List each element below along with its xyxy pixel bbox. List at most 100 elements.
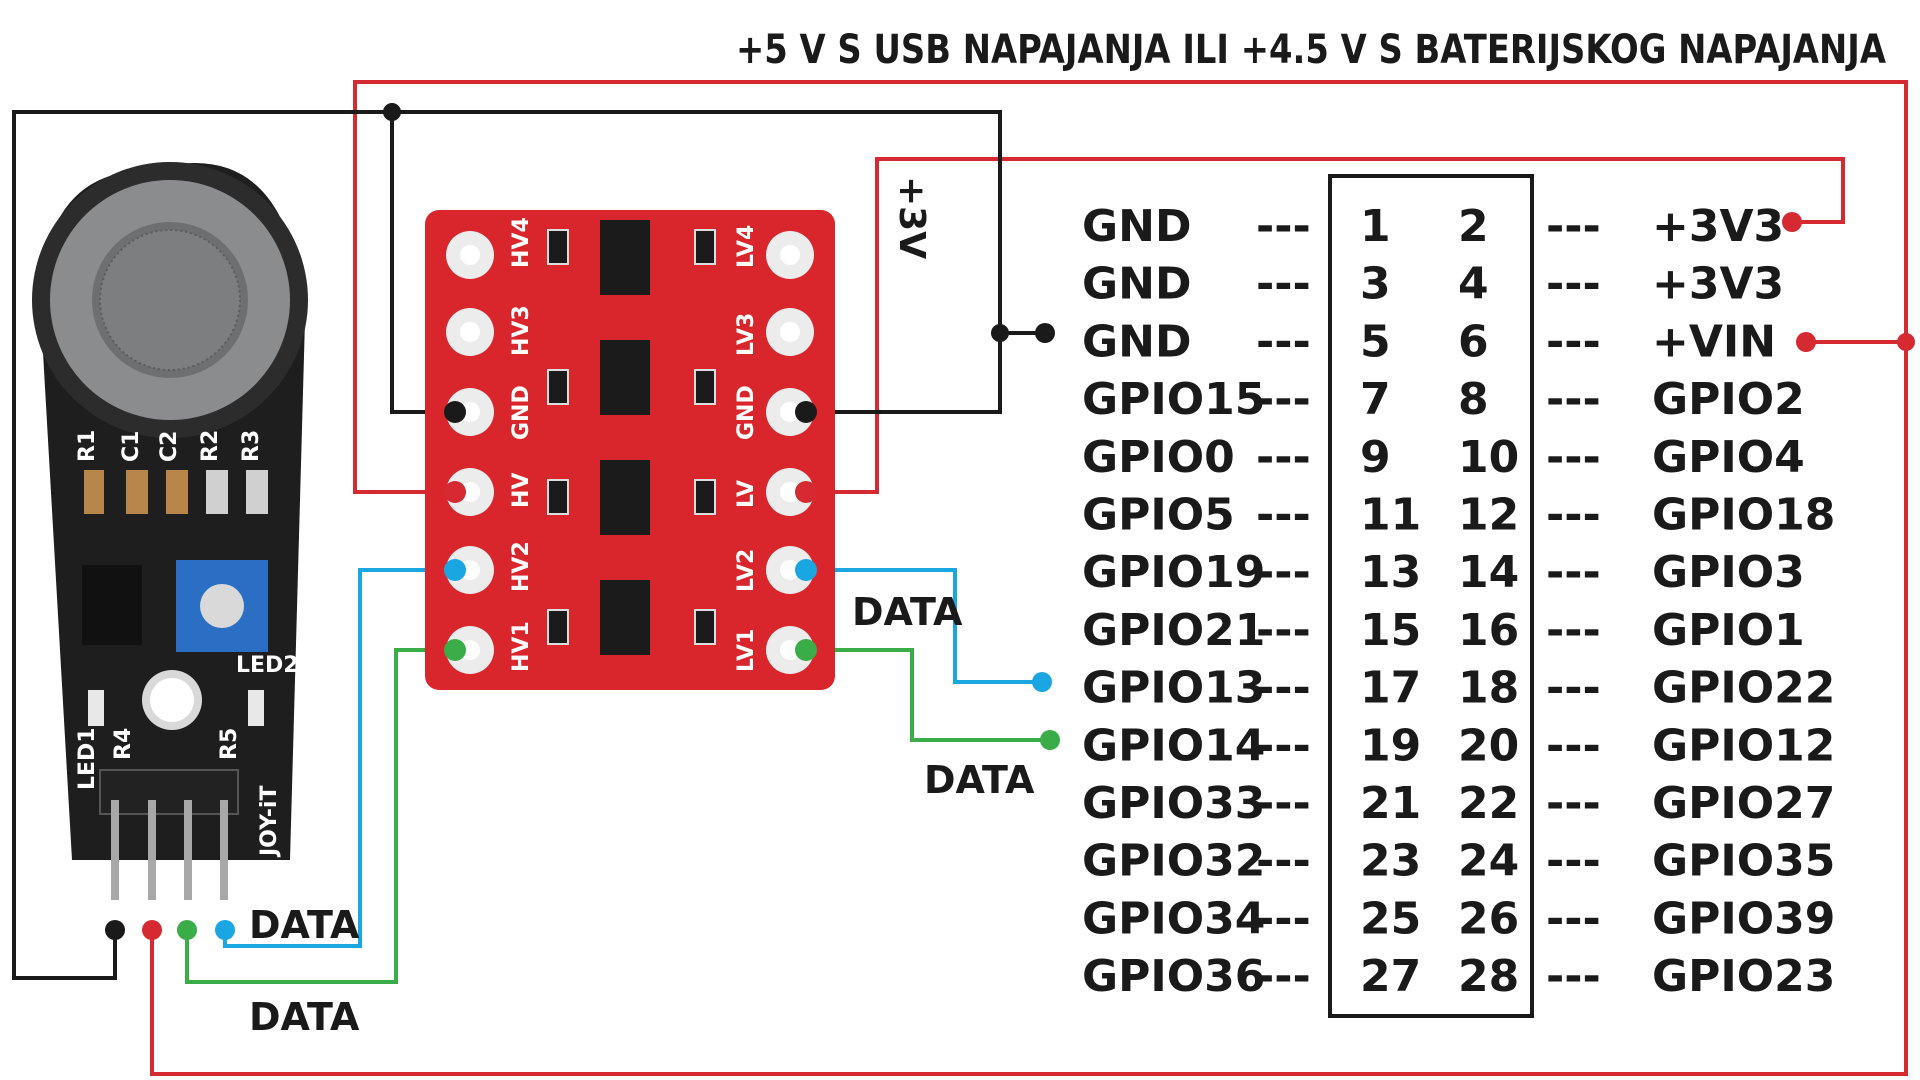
label-lv: LV — [734, 480, 759, 508]
blue-data-wire-left — [223, 568, 455, 948]
dot-lv-gnd — [795, 401, 817, 423]
header-pin-number-odd: 9 — [1360, 432, 1391, 483]
header-separator-right: --- — [1546, 432, 1601, 483]
dot-blue-gpio13 — [1032, 672, 1052, 692]
header-pin-number-odd: 7 — [1360, 374, 1391, 425]
dot-hv1 — [444, 639, 466, 661]
resistor-hv-2 — [547, 369, 569, 405]
dot-red-vin-right — [1897, 333, 1915, 351]
pin-lv-hole — [780, 482, 800, 502]
sensor-pin-header — [99, 769, 239, 815]
header-separator-right: --- — [1546, 951, 1601, 1002]
header-pin-number-even: 18 — [1458, 663, 1519, 714]
header-pin-number-odd: 17 — [1360, 663, 1421, 714]
diagram-title: +5 V S USB NAPAJANJA ILI +4.5 V S BATERI… — [736, 27, 1886, 73]
dot-lv — [795, 481, 817, 503]
label-hv4: HV4 — [509, 217, 534, 268]
pin-lv4-hole — [780, 245, 800, 265]
header-separator-right: --- — [1546, 201, 1601, 252]
header-right-signal: GPIO23 — [1652, 951, 1835, 1002]
resistor-hv-3 — [547, 479, 569, 515]
header-pin-number-odd: 25 — [1360, 893, 1421, 944]
header-left-signal: GPIO13 — [1082, 663, 1265, 714]
mosfet-4 — [600, 580, 650, 655]
mounting-hole-center — [150, 678, 194, 722]
header-pin-number-odd: 15 — [1360, 605, 1421, 656]
header-pin-number-odd: 3 — [1360, 259, 1391, 310]
sensor-cap-mesh-inner — [99, 229, 241, 371]
header-left-signal: GND — [1082, 316, 1191, 367]
resistor-lv-4 — [694, 609, 716, 645]
header-separator-right: --- — [1546, 605, 1601, 656]
header-right-signal: +3V3 — [1652, 259, 1784, 310]
potentiometer-knob — [200, 584, 244, 628]
dot-lv1 — [795, 639, 817, 661]
header-pin-number-even: 10 — [1458, 432, 1519, 483]
header-left-signal: GPIO34 — [1082, 893, 1265, 944]
label-hv-gnd: GND — [509, 385, 534, 440]
header-left-signal: GPIO32 — [1082, 836, 1265, 887]
dot-black-gnd5 — [991, 324, 1009, 342]
header-left-signal: GPIO21 — [1082, 605, 1265, 656]
header-separator-right: --- — [1546, 490, 1601, 541]
header-right-signal: GPIO12 — [1652, 720, 1835, 771]
label-r2: R2 — [198, 430, 223, 462]
header-separator-right: --- — [1546, 663, 1601, 714]
header-separator-right: --- — [1546, 778, 1601, 829]
header-pin-number-odd: 11 — [1360, 490, 1421, 541]
black-gnd-wire-outer — [12, 110, 1002, 980]
header-pin-number-odd: 19 — [1360, 720, 1421, 771]
dot-sensor-gnd — [105, 920, 125, 940]
header-right-signal: GPIO27 — [1652, 778, 1835, 829]
header-left-signal: GPIO36 — [1082, 951, 1265, 1002]
header-separator-left: --- — [1256, 836, 1311, 887]
led2 — [248, 690, 264, 726]
resistor-lv-1 — [694, 229, 716, 265]
header-left-signal: GND — [1082, 201, 1191, 252]
header-left-signal: GPIO5 — [1082, 490, 1235, 541]
label-r4: R4 — [111, 728, 136, 760]
header-pin-number-even: 8 — [1458, 374, 1489, 425]
smd-c1 — [126, 470, 148, 514]
header-pin-box — [1328, 174, 1534, 1018]
header-separator-left: --- — [1256, 547, 1311, 598]
dot-black-top — [383, 103, 401, 121]
header-pin-number-even: 20 — [1458, 720, 1519, 771]
green-data-wire-right — [806, 648, 1050, 742]
blue-data-wire-right — [806, 568, 1042, 684]
header-right-signal: GPIO1 — [1652, 605, 1805, 656]
header-separator-left: --- — [1256, 720, 1311, 771]
sensor-ic — [82, 565, 142, 645]
led1 — [88, 690, 104, 726]
header-left-signal: GPIO33 — [1082, 778, 1265, 829]
header-separator-left: --- — [1256, 951, 1311, 1002]
header-right-signal: GPIO39 — [1652, 893, 1835, 944]
header-separator-left: --- — [1256, 490, 1311, 541]
header-left-signal: GPIO0 — [1082, 432, 1235, 483]
dot-lv2 — [795, 559, 817, 581]
resistor-hv-1 — [547, 229, 569, 265]
pin-lv2-hole — [780, 560, 800, 580]
shifter-wire-dots — [444, 401, 817, 661]
header-pin-number-odd: 21 — [1360, 778, 1421, 829]
smd-r1 — [84, 470, 104, 514]
header-right-signal: +3V3 — [1652, 201, 1784, 252]
dot-hv — [444, 481, 466, 503]
header-pin-number-odd: 13 — [1360, 547, 1421, 598]
header-separator-left: --- — [1256, 374, 1311, 425]
dot-green-gpio14 — [1040, 730, 1060, 750]
mosfet-1 — [600, 220, 650, 295]
sensor-pin-ao — [220, 800, 228, 900]
label-r1: R1 — [75, 430, 100, 462]
dot-red-3v3 — [1782, 212, 1802, 232]
dot-black-gnd5-end — [1035, 323, 1055, 343]
header-pin-number-even: 16 — [1458, 605, 1519, 656]
